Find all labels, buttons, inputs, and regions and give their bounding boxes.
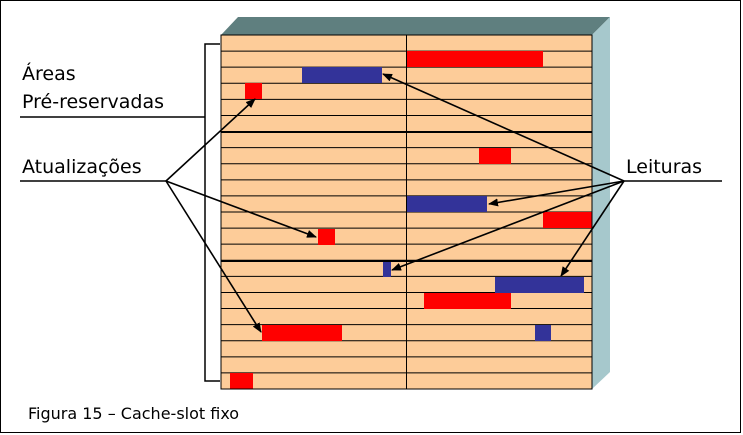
update-arrow xyxy=(165,180,317,238)
areas-label-line1: Áreas xyxy=(22,63,76,85)
reads-label: Leituras xyxy=(626,156,703,178)
figure-caption: Figura 15 – Cache-slot fixo xyxy=(28,404,240,423)
read-block xyxy=(495,277,584,293)
read-arrows xyxy=(382,73,625,277)
read-arrow xyxy=(488,180,625,207)
areas-label-line2: Pré-reservadas xyxy=(22,91,165,113)
update-block xyxy=(479,148,511,164)
update-arrow xyxy=(165,98,256,182)
update-block xyxy=(407,51,543,67)
update-block xyxy=(230,373,253,389)
read-blocks xyxy=(302,67,584,341)
read-block xyxy=(302,67,382,83)
block-top-face xyxy=(221,17,610,35)
updates-label: Atualizações xyxy=(22,156,142,178)
read-arrow xyxy=(382,73,625,182)
update-arrow xyxy=(165,180,262,333)
update-block xyxy=(543,212,592,228)
read-block xyxy=(535,325,551,341)
update-block xyxy=(262,325,342,341)
pre-reserved-bracket xyxy=(204,43,220,382)
update-arrows xyxy=(165,98,317,333)
update-block xyxy=(245,83,262,99)
read-block xyxy=(407,196,487,212)
read-arrow xyxy=(391,180,625,271)
block-side-face xyxy=(592,17,610,389)
update-blocks xyxy=(230,51,592,389)
read-block xyxy=(383,261,391,277)
update-block xyxy=(318,229,335,245)
update-block xyxy=(424,293,511,309)
read-arrow xyxy=(560,180,625,277)
